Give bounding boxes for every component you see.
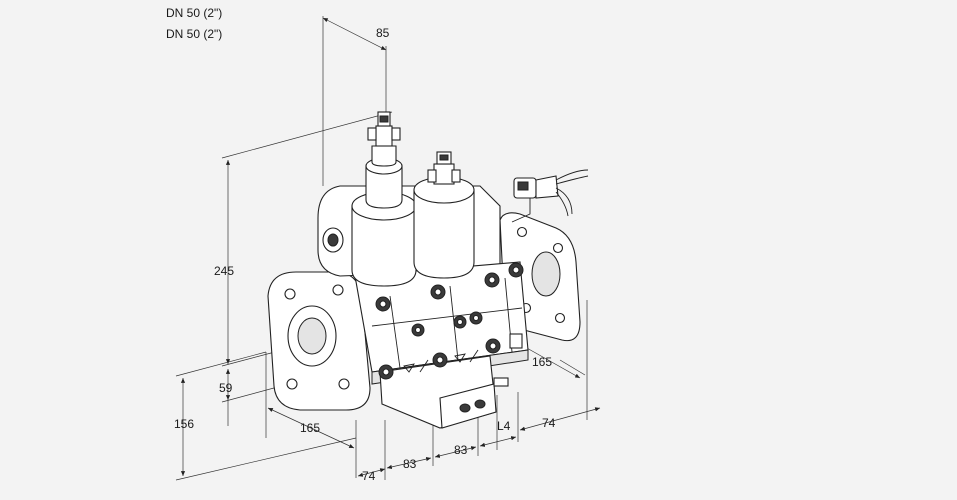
dim-165-left: 165 <box>300 421 320 435</box>
dim-85: 85 <box>376 26 390 40</box>
solenoid-coil-left <box>351 111 417 287</box>
dim-l4: L4 <box>497 419 511 433</box>
dimension-labels: 85 245 59 156 165 165 74 83 83 L4 74 <box>174 26 556 483</box>
dim-165-right: 165 <box>532 355 552 369</box>
solenoid-coil-right <box>413 151 475 279</box>
dim-59: 59 <box>219 381 233 395</box>
nominal-size-label-2: DN 50 (2") <box>166 27 223 41</box>
dim-83-b: 83 <box>454 443 468 457</box>
inlet-flange <box>267 271 371 411</box>
nominal-size-label-1: DN 50 (2") <box>166 6 223 20</box>
dim-74-bottom: 74 <box>362 469 376 483</box>
dim-74-right: 74 <box>542 416 556 430</box>
pressure-switch-connector <box>511 169 589 223</box>
valve-body <box>354 261 529 429</box>
dim-156: 156 <box>174 417 194 431</box>
dim-83-a: 83 <box>403 457 417 471</box>
dim-245: 245 <box>214 264 234 278</box>
